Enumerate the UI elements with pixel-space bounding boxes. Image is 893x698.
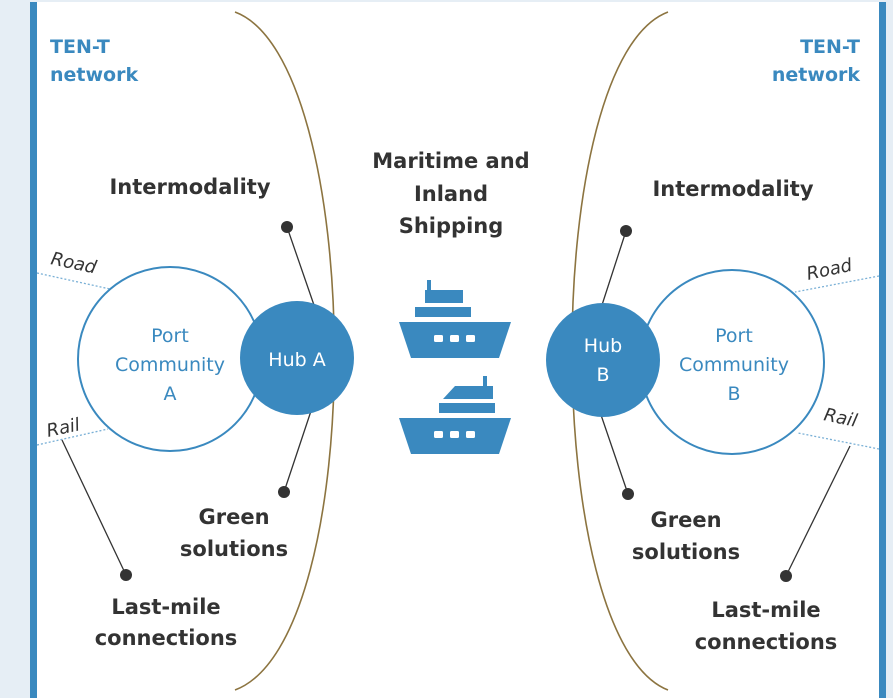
lastmile-pin-left [120,569,132,581]
ten-t-bar-left [30,2,37,698]
shipping-label-line1: Maritime and [372,149,529,173]
lastmile-pin-right [780,570,792,582]
network-label-left-line2: network [50,64,138,86]
hub-a-label: Hub A [268,349,325,371]
last-mile-right-line2: connections [695,630,838,654]
hub-b-label-line2: B [596,364,609,386]
intermodality-line-right [601,230,627,306]
green-solutions-left-line1: Green [198,505,269,529]
port-community-a-line1: Port [151,325,189,347]
hub-b-label-line1: Hub [584,335,622,357]
last-mile-left-line1: Last-mile [111,595,220,619]
hub-a-circle [240,301,354,415]
port-community-a-line3: A [164,383,177,405]
intermodality-line-left [286,226,316,309]
ship-icon [399,376,511,454]
lastmile-line-right [785,445,851,577]
intermodality-pin-left [281,221,293,233]
rail-connector-left [36,428,109,446]
rail-connector-right [797,432,880,450]
green-solutions-right-line2: solutions [632,540,740,564]
ship-icon [399,280,511,358]
intermodality-label-right: Intermodality [652,177,813,201]
port-community-b-line3: B [727,383,740,405]
green-line-right [599,411,629,495]
green-pin-left [278,486,290,498]
last-mile-right-line1: Last-mile [711,598,820,622]
intermodality-pin-right [620,225,632,237]
green-pin-right [622,488,634,500]
green-line-left [283,407,313,493]
last-mile-left-line2: connections [95,626,238,650]
ten-t-bar-right [879,2,886,698]
network-label-right-line2: network [772,64,860,86]
port-community-b-line2: Community [679,354,789,376]
port-community-a-line2: Community [115,354,225,376]
lastmile-line-left [61,439,127,576]
shipping-label-line3: Shipping [399,214,504,238]
intermodality-label-left: Intermodality [109,175,270,199]
green-solutions-right-line1: Green [650,508,721,532]
green-solutions-left-line2: solutions [180,537,288,561]
hub-b-circle [546,303,660,417]
network-label-left-line1: TEN-T [50,36,110,58]
shipping-label-line2: Inland [414,182,488,206]
network-label-right-line1: TEN-T [800,36,860,58]
port-community-b-line1: Port [715,325,753,347]
road-connector-left [36,272,111,290]
